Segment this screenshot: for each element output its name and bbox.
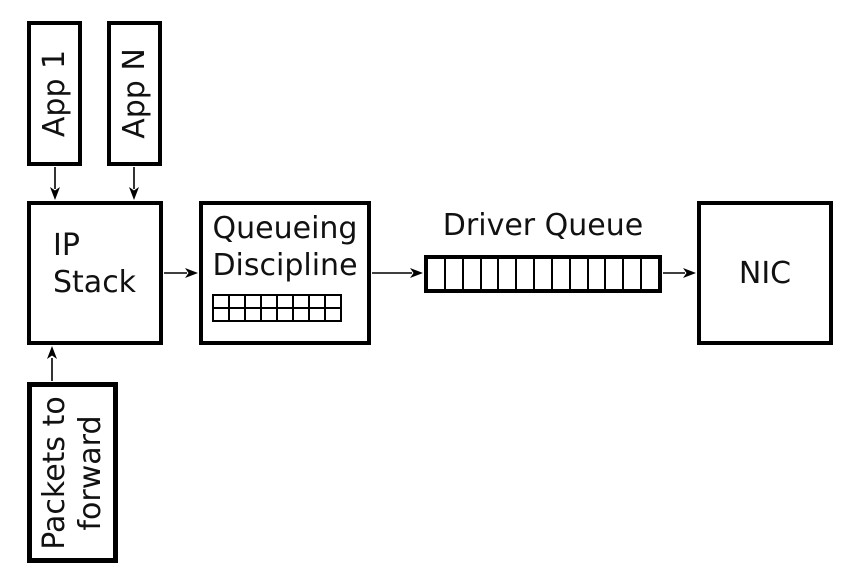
node-queueing-discipline: Queueing Discipline [199,201,371,345]
node-nic: NIC [697,201,833,345]
arrow-qdisc-to-driver-queue [372,268,423,278]
arrow-app1-to-ip-stack [50,167,60,200]
arrow-ip-stack-to-qdisc [164,268,198,278]
app1-label: App 1 [37,49,73,138]
qdisc-label: Queueing Discipline [212,211,358,283]
ip-stack-label: IP Stack [53,228,137,300]
nic-label: NIC [738,255,792,291]
node-ip-stack: IP Stack [27,201,163,345]
driver-queue-label: Driver Queue [442,208,644,243]
node-appn: App N [107,21,162,166]
node-app1: App 1 [27,21,82,166]
driver-queue [424,255,662,293]
arrow-driver-queue-to-nic [663,268,696,278]
qdisc-queue-cells [212,294,342,322]
appn-label: App N [117,48,152,139]
qdisc-queue-cell [324,307,342,322]
arrow-packets-to-ip-stack [47,346,57,381]
driver-queue-cell [640,257,660,291]
packets-to-forward-label: Packets to forward [36,395,108,550]
qdisc-queue-row [212,307,342,322]
node-packets-to-forward: Packets to forward [27,382,118,563]
arrow-appn-to-ip-stack [129,167,139,200]
